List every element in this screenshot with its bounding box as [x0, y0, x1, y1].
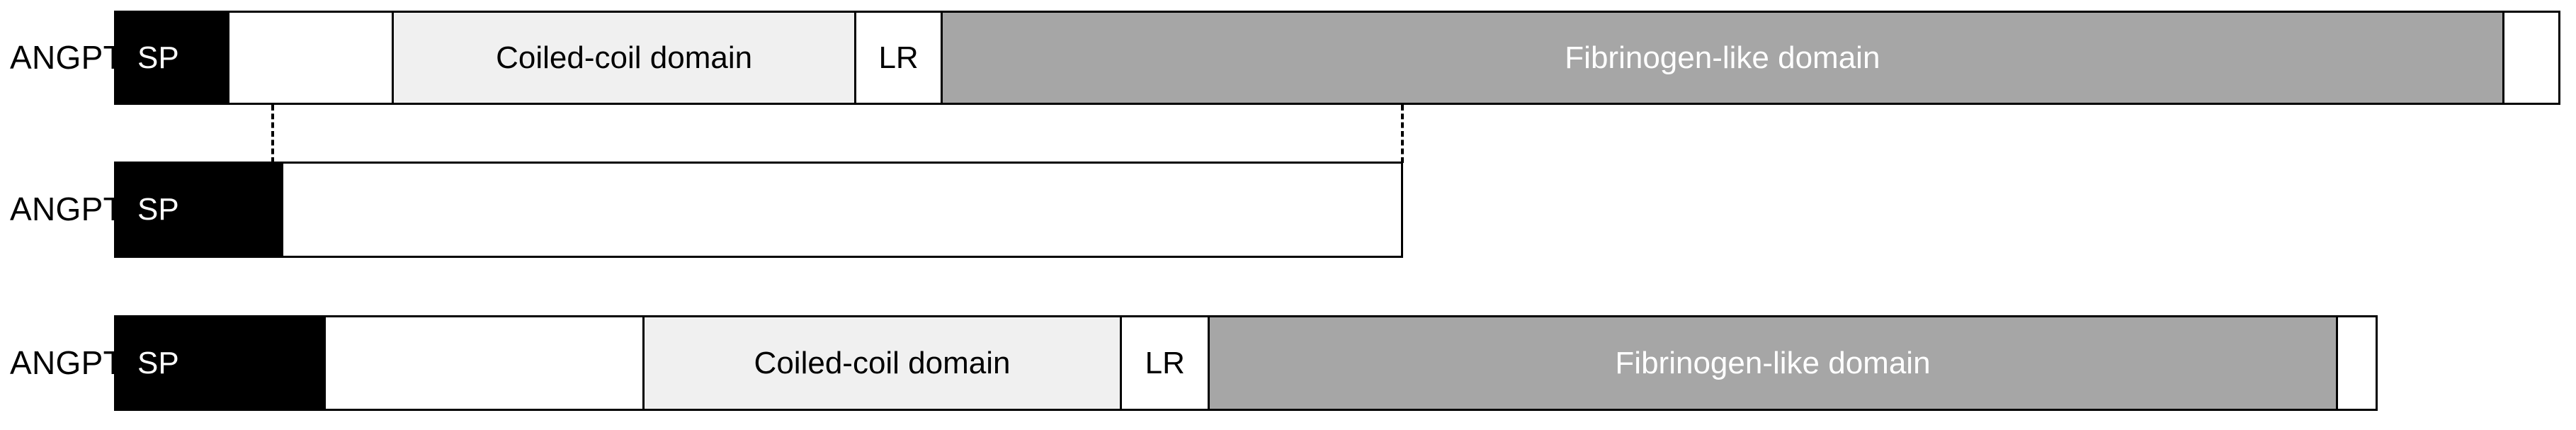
- signal-peptide: SP: [116, 164, 284, 256]
- signal-peptide-label: SP: [137, 192, 179, 227]
- fibrinogen-like-domain: Fibrinogen-like domain: [1210, 317, 2338, 409]
- protein-bar-angptl4: SP Coiled-coil domain LR Fibrinogen-like do…: [114, 315, 2378, 411]
- c-terminal-tail: [2337, 317, 2376, 409]
- coiled-coil-domain: Coiled-coil domain: [644, 317, 1123, 409]
- signal-peptide: SP: [116, 317, 326, 409]
- linker-region: LR: [856, 13, 943, 103]
- homology-connector-right: [1401, 105, 1404, 163]
- linker-region: LR: [1122, 317, 1210, 409]
- coiled-coil-domain-label: Coiled-coil domain: [754, 345, 1011, 380]
- linker-region-label: LR: [878, 40, 919, 75]
- linker-region-label: LR: [1145, 345, 1185, 380]
- unstructured-region: [229, 13, 395, 103]
- signal-peptide: SP: [116, 13, 229, 103]
- fibrinogen-like-domain-label: Fibrinogen-like domain: [1565, 40, 1880, 75]
- signal-peptide-label: SP: [137, 40, 179, 75]
- unstructured-region: [283, 164, 1401, 256]
- homology-connector-left: [271, 105, 274, 163]
- coiled-coil-domain: Coiled-coil domain: [394, 13, 856, 103]
- unstructured-region: [325, 317, 645, 409]
- fibrinogen-like-domain: Fibrinogen-like domain: [943, 13, 2504, 103]
- protein-bar-angptl3: SP Coiled-coil domain LR Fibrinogen-like do…: [114, 11, 2560, 105]
- signal-peptide-label: SP: [137, 345, 179, 380]
- coiled-coil-domain-label: Coiled-coil domain: [496, 40, 753, 75]
- c-terminal-tail: [2504, 13, 2558, 103]
- fibrinogen-like-domain-label: Fibrinogen-like domain: [1615, 345, 1931, 380]
- protein-bar-angptl8: SP: [114, 162, 1403, 258]
